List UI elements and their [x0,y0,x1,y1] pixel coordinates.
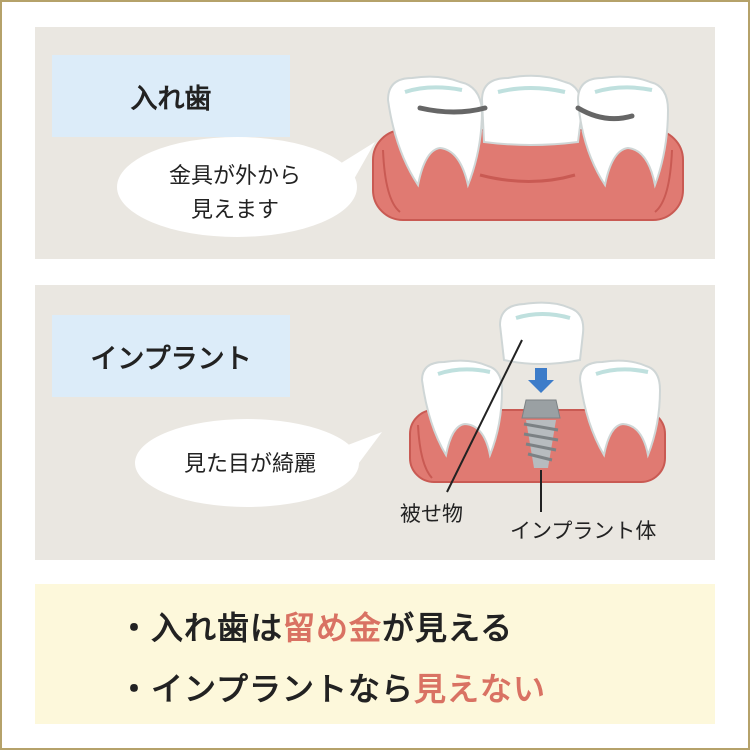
denture-label: 入れ歯 [52,55,290,137]
summary-line-1-post: が見える [382,609,514,647]
tooth-left [386,75,484,189]
callout-crown: 被せ物 [400,502,463,526]
callout-lines [446,339,542,512]
denture-crown [480,74,584,146]
summary-line-2-highlight: 見えない [414,670,547,708]
implant-bubble-text: 見た目が綺麗 [183,452,316,477]
speech-bubble-denture [117,137,375,237]
tooth-right [576,75,670,189]
summary-line-2-pre: ・インプラントなら [118,670,415,708]
summary-line-1-highlight: 留め金 [283,609,383,647]
implant-crown [498,301,585,365]
summary-line-1-pre: ・入れ歯は [118,609,284,647]
denture-bubble-text: 金具が外から 見えます [135,160,335,228]
implant-label: インプラント [52,315,290,397]
summary-line-2: ・インプラントなら見えない [118,664,546,710]
callout-implant-body: インプラント体 [510,519,657,543]
tooth-left-2 [420,359,504,459]
down-arrow-icon [528,368,554,393]
denture-bubble-line2: 見えます [190,198,279,223]
implant-body-icon [521,399,561,468]
tooth-right-2 [578,359,662,459]
speech-bubble-implant [135,419,382,507]
denture-bubble-line1: 金具が外から [168,164,301,189]
summary-line-1: ・入れ歯は留め金が見える [118,603,513,649]
metal-clasp-icon [417,105,635,122]
summary-box [35,584,715,724]
